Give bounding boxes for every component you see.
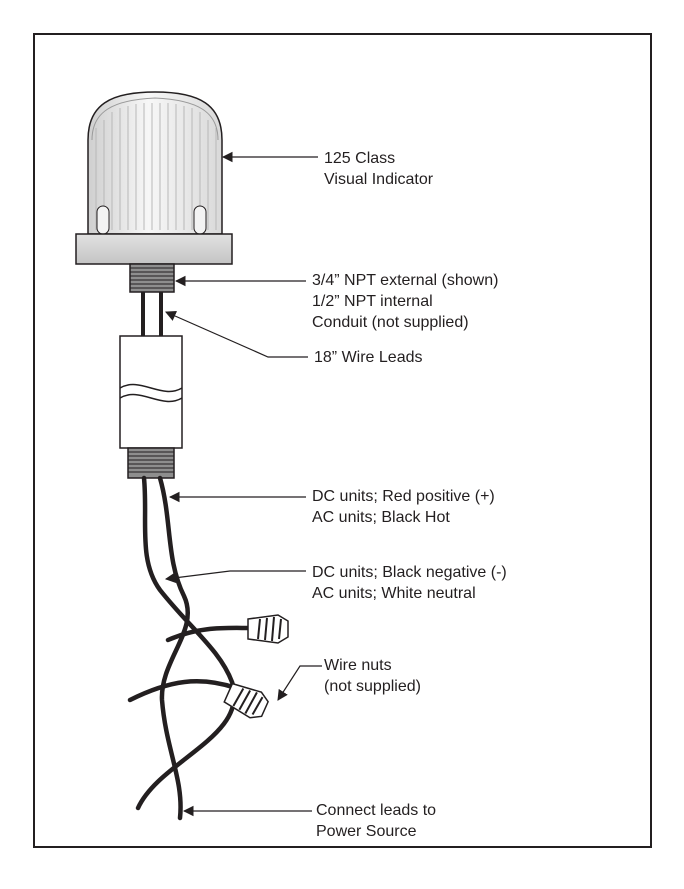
dome-ribs	[95, 103, 217, 230]
label-power: Connect leads to Power Source	[316, 800, 436, 842]
arrow-black-lead	[164, 570, 306, 584]
wire-leads-lower	[127, 475, 253, 821]
wire-nut-upper	[247, 614, 289, 644]
label-black-lead-line2: AC units; White neutral	[312, 585, 476, 602]
label-npt-line2: 1/2” NPT internal	[312, 293, 433, 310]
visual-indicator	[75, 91, 233, 265]
dome-post-right	[193, 205, 207, 235]
label-indicator-line1: 125 Class	[324, 150, 396, 167]
lead-to-nut-lower	[127, 679, 239, 703]
indicator-dome	[87, 91, 223, 235]
arrow-wire-nuts	[277, 665, 322, 701]
wire-leads-upper	[141, 292, 163, 338]
label-red-lead: DC units; Red positive (+) AC units; Bla…	[312, 486, 495, 528]
label-wire-leads: 18” Wire Leads	[314, 347, 423, 368]
lead-to-nut-upper	[165, 625, 253, 643]
label-npt-line1: 3/4” NPT external (shown)	[312, 272, 499, 289]
label-red-lead-line2: AC units; Black Hot	[312, 509, 450, 526]
label-power-line1: Connect leads to	[316, 802, 437, 819]
arrow-wire-leads	[165, 310, 308, 358]
label-npt: 3/4” NPT external (shown) 1/2” NPT inter…	[312, 270, 498, 333]
wire-nut-lower	[223, 682, 269, 719]
label-wire-nuts-line2: (not supplied)	[324, 678, 421, 695]
label-wire-nuts: Wire nuts (not supplied)	[324, 655, 421, 697]
label-black-lead: DC units; Black negative (-) AC units; W…	[312, 562, 507, 604]
conduit	[119, 335, 183, 449]
label-black-lead-line1: DC units; Black negative (-)	[312, 564, 507, 581]
dome-highlight	[91, 97, 219, 141]
diagram-frame	[33, 33, 652, 848]
dome-post-left	[96, 205, 110, 235]
label-wire-nuts-line1: Wire nuts	[324, 657, 392, 674]
label-npt-line3: Conduit (not supplied)	[312, 314, 469, 331]
conduit-break	[119, 383, 183, 393]
npt-fitting-bottom	[127, 447, 175, 479]
label-indicator-line2: Visual Indicator	[324, 171, 434, 188]
label-red-lead-line1: DC units; Red positive (+)	[312, 488, 495, 505]
lead-left	[135, 475, 237, 811]
leader-arrows	[164, 151, 322, 817]
label-indicator: 125 Class Visual Indicator	[324, 148, 433, 190]
lead-right	[157, 475, 191, 821]
indicator-base	[75, 233, 233, 265]
label-wire-leads-line1: 18” Wire Leads	[314, 349, 423, 366]
label-power-line2: Power Source	[316, 823, 417, 840]
npt-fitting-top	[129, 263, 175, 293]
